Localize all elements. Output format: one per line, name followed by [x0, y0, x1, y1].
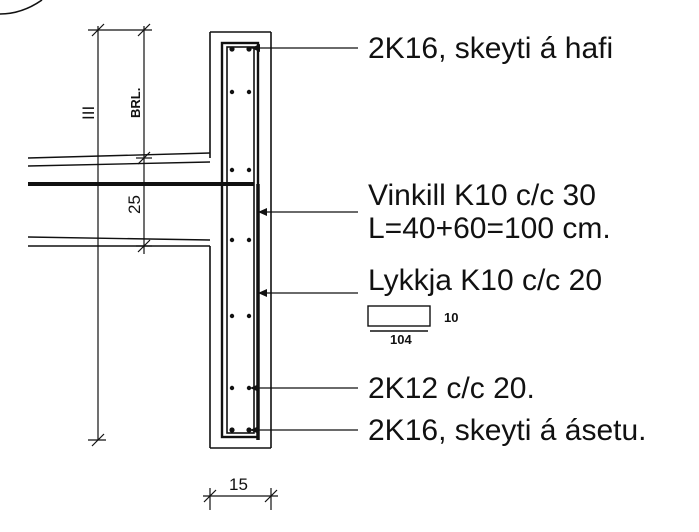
top-bars-label: 2K16, skeyti á hafi [368, 32, 613, 65]
dimension-lines [88, 23, 152, 447]
loop-length-label: 104 [390, 332, 412, 347]
slab-thickness-label: 25 [125, 195, 144, 214]
detail-marker-arc [0, 0, 43, 15]
mid-bars-label: 2K12 c/c 20. [368, 372, 535, 405]
loop-label: Lykkja K10 c/c 20 [368, 264, 602, 297]
wall-reinforcement [220, 41, 260, 440]
level-mark-label: III [79, 106, 98, 120]
wall-width-label: 15 [229, 475, 248, 494]
bottom-bars-label: 2K16, skeyti á ásetu. [368, 414, 647, 447]
slab-outline [27, 152, 211, 247]
loop-height-label: 10 [444, 310, 458, 325]
brl-label: BRL. [128, 88, 143, 118]
leader-lines [250, 47, 358, 431]
width-dimension [203, 488, 278, 510]
wall-outline [209, 31, 272, 449]
bar-dots [229, 46, 252, 433]
angle-bar-label: Vinkill K10 c/c 30 [368, 179, 596, 212]
loop-shape-icon [367, 305, 431, 332]
angle-length-label: L=40+60=100 cm. [368, 212, 611, 245]
leader-arrowheads [250, 44, 267, 434]
